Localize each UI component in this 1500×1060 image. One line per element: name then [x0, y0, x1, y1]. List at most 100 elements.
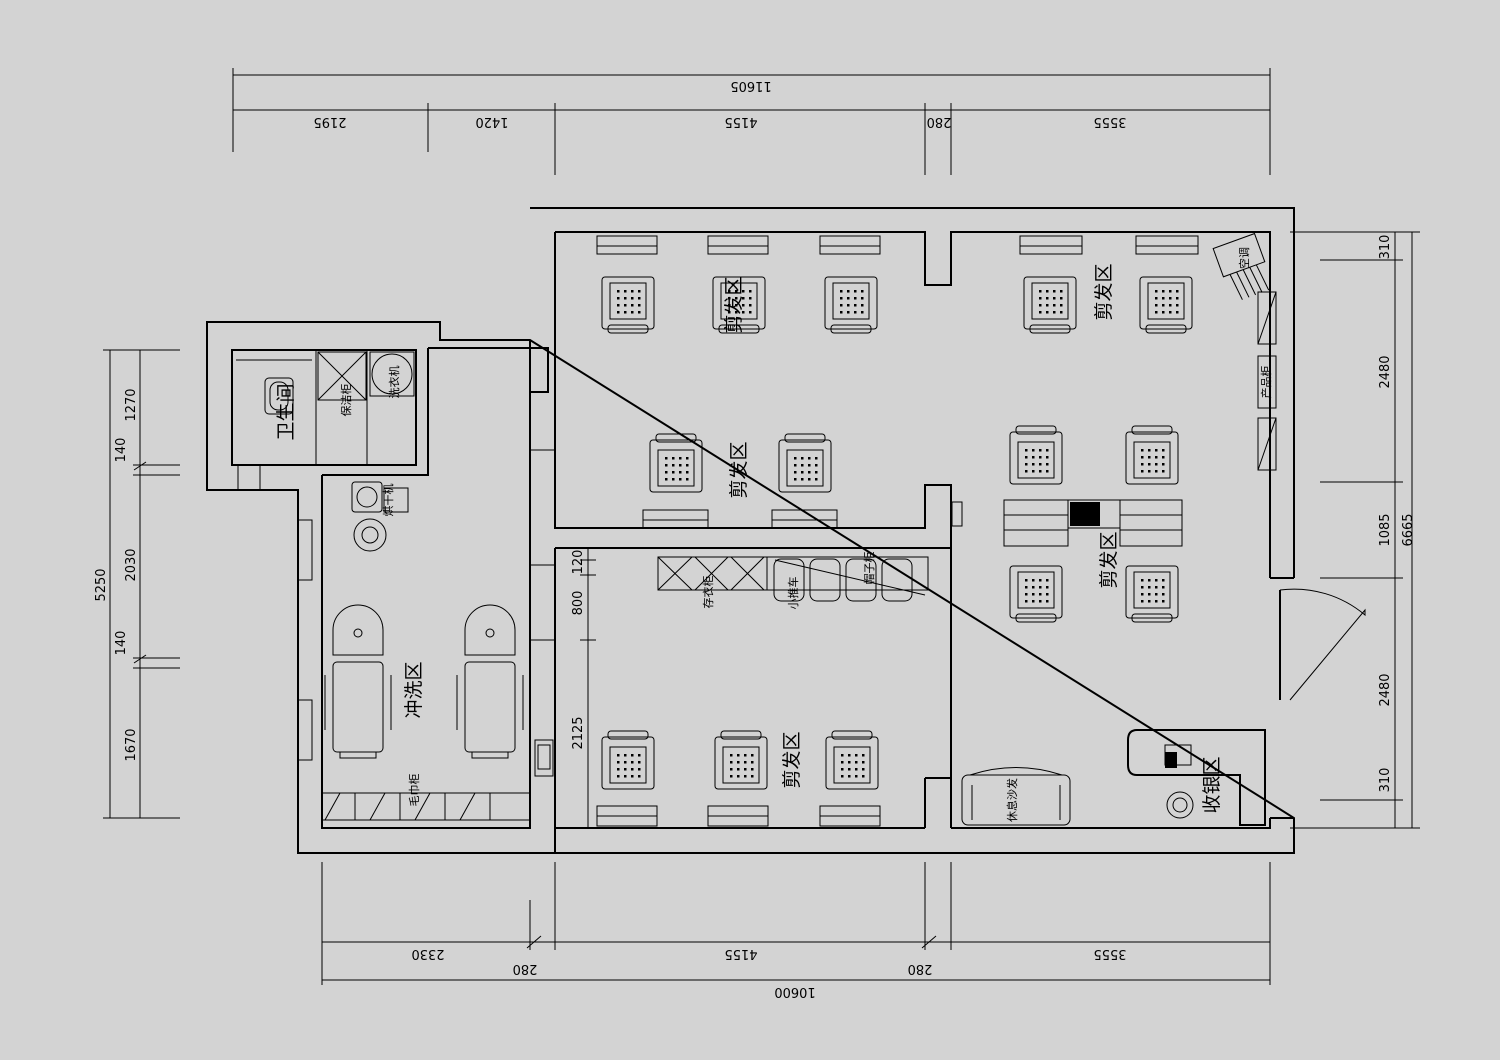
label-sofa: 休息沙发: [1005, 778, 1019, 822]
chair-seat-dot: [730, 775, 733, 778]
chair-seat-dot: [862, 754, 865, 757]
chair-seat-dot: [794, 471, 797, 474]
label-washing-machine: 洗衣机: [387, 366, 401, 399]
chair-seat-dot: [737, 754, 740, 757]
chair-seat-dot: [617, 297, 620, 300]
label-dryer: 烘干机: [381, 484, 395, 517]
chair-seat-dot: [1155, 600, 1158, 603]
dim-bottom-3: 4155: [724, 946, 757, 961]
chair-seat-dot: [848, 761, 851, 764]
chair-seat-dot: [1032, 600, 1035, 603]
chair-seat-dot: [749, 311, 752, 314]
chair-seat-dot: [737, 775, 740, 778]
chair-seat-dot: [1176, 304, 1179, 307]
room-toilet-label: 卫生间: [275, 383, 297, 440]
chair-seat-dot: [847, 290, 850, 293]
chair-seat-dot: [624, 297, 627, 300]
chair-seat-dot: [1148, 463, 1151, 466]
chair-seat-dot: [624, 754, 627, 757]
chair-seat-dot: [862, 775, 865, 778]
chair-seat-dot: [1162, 297, 1165, 300]
chair-seat-dot: [742, 311, 745, 314]
chair-seat-dot: [1155, 579, 1158, 582]
chair-seat-dot: [1148, 593, 1151, 596]
chair-seat-dot: [1039, 449, 1042, 452]
chair-seat-dot: [1162, 579, 1165, 582]
chair-seat-dot: [617, 311, 620, 314]
chair-seat-dot: [854, 311, 857, 314]
chair-seat-dot: [1155, 456, 1158, 459]
chair-seat-dot: [1039, 463, 1042, 466]
chair-seat-dot: [1148, 470, 1151, 473]
chair-seat-dot: [840, 304, 843, 307]
chair-seat-dot: [749, 304, 752, 307]
chair-seat-dot: [847, 297, 850, 300]
chair-seat-dot: [1039, 456, 1042, 459]
chair-seat-dot: [1039, 297, 1042, 300]
chair-seat-dot: [1032, 470, 1035, 473]
dim-inner-1: 120: [571, 550, 586, 575]
chair-seat-dot: [617, 290, 620, 293]
chair-seat-dot: [1053, 311, 1056, 314]
chair-seat-dot: [1176, 290, 1179, 293]
chair-seat-dot: [801, 464, 804, 467]
chair-seat-dot: [686, 471, 689, 474]
chair-seat-dot: [751, 768, 754, 771]
chair-seat-dot: [638, 290, 641, 293]
chair-seat-dot: [815, 457, 818, 460]
label-ac: 空调: [1237, 247, 1251, 269]
chair-seat-dot: [1053, 290, 1056, 293]
chair-seat-dot: [1032, 586, 1035, 589]
chair-seat-dot: [862, 768, 865, 771]
chair-seat-dot: [1141, 586, 1144, 589]
chair-seat-dot: [624, 304, 627, 307]
room-cut-top-a-label: 剪发区: [723, 276, 745, 333]
middle-cabinets: [657, 556, 929, 602]
label-towel-cabinet: 毛巾柜: [407, 774, 421, 807]
dim-bottom-5: 3555: [1093, 946, 1126, 961]
chair-seat-dot: [744, 775, 747, 778]
chair-seat-dot: [749, 297, 752, 300]
chair-seat-dot: [854, 304, 857, 307]
chair-seat-dot: [672, 478, 675, 481]
chair-seat-dot: [631, 768, 634, 771]
cut-area-right-furniture: [951, 232, 1277, 547]
dim-left-5: 1670: [124, 728, 139, 761]
chair-seat-dot: [840, 297, 843, 300]
dim-right-4: 2480: [1378, 673, 1393, 706]
dim-right-1: 310: [1378, 235, 1393, 260]
chair-seat-dot: [801, 457, 804, 460]
chair-seat-dot: [665, 464, 668, 467]
chair-seat-dot: [735, 297, 738, 300]
chair-seat-dot: [1148, 586, 1151, 589]
chair-seat-dot: [1025, 579, 1028, 582]
chair-seat-dot: [815, 471, 818, 474]
chair-seat-dot: [679, 471, 682, 474]
chair-seat-dot: [665, 471, 668, 474]
chair-seat-dot: [1046, 586, 1049, 589]
room-cashier-label: 收银区: [1201, 756, 1223, 813]
chair-seat-dot: [638, 754, 641, 757]
sofa: [961, 767, 1071, 826]
chair-seat-dot: [847, 311, 850, 314]
chair-seat-dot: [1169, 311, 1172, 314]
cut-area-bottom-furniture: [596, 805, 881, 827]
chair-seat-dot: [617, 775, 620, 778]
chair-seat-dot: [1169, 304, 1172, 307]
chair-seat-dot: [1025, 470, 1028, 473]
chair-seat-dot: [638, 761, 641, 764]
label-product-cabinet: 产品柜: [1259, 366, 1273, 399]
chair-seat-dot: [1169, 297, 1172, 300]
room-cut-bottom-label: 剪发区: [781, 731, 803, 788]
chair-seat-dot: [624, 290, 627, 293]
dim-left-3: 2030: [124, 548, 139, 581]
wash-area-furniture: [321, 481, 554, 821]
chair-seat-dot: [617, 761, 620, 764]
chair-seat-dot: [1039, 304, 1042, 307]
chair-seat-dot: [624, 775, 627, 778]
chair-seat-dot: [1032, 579, 1035, 582]
chair-seat-dot: [1046, 297, 1049, 300]
chair-seat-dot: [1053, 304, 1056, 307]
chair-seat-dot: [861, 304, 864, 307]
